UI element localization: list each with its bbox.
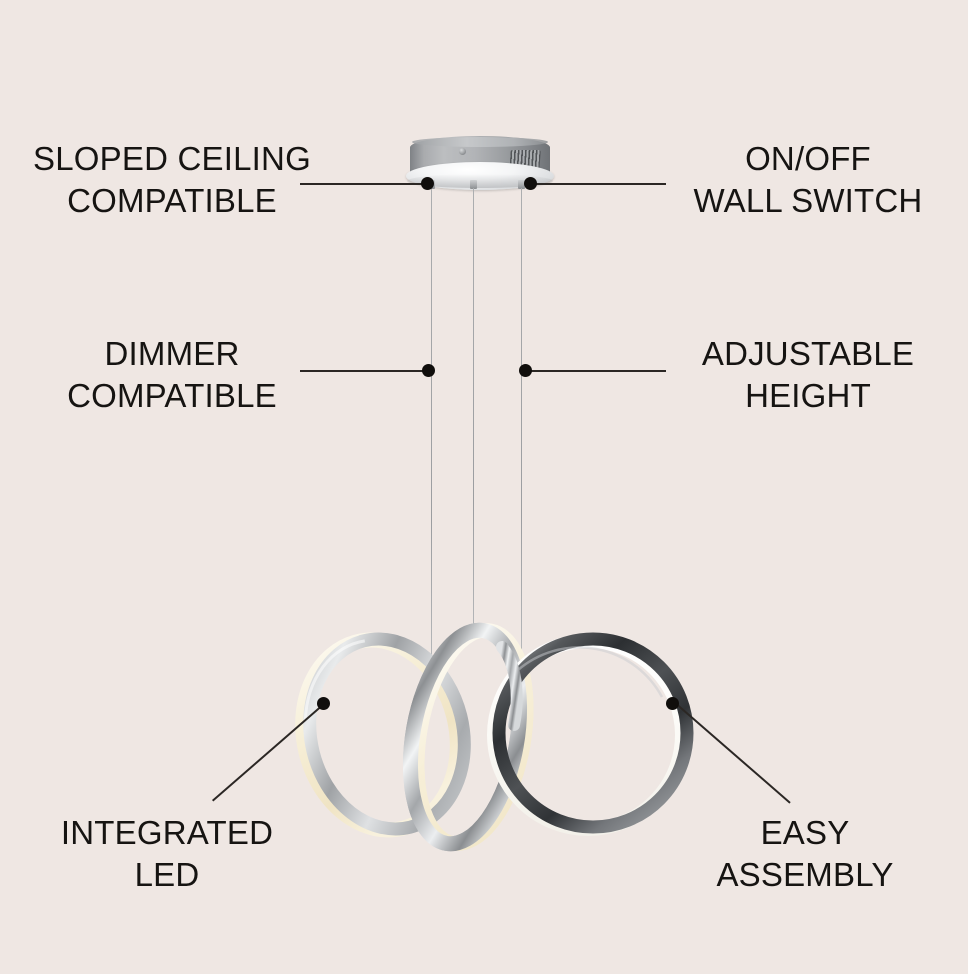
cable-cap-right xyxy=(518,180,525,189)
ring-center-front xyxy=(402,622,534,852)
leader-line-adjustable-height xyxy=(530,370,666,372)
ring-left xyxy=(295,632,471,838)
feature-label-line2: COMPATIBLE xyxy=(67,182,277,219)
leader-line-onoff-switch xyxy=(534,183,666,185)
feature-label-line2: HEIGHT xyxy=(745,377,871,414)
leader-dot-dimmer xyxy=(422,364,435,377)
leader-line-dimmer xyxy=(300,370,430,372)
cable-cap-center xyxy=(470,180,477,189)
suspension-cable-right xyxy=(521,188,523,656)
feature-label-line2: WALL SWITCH xyxy=(693,182,923,219)
feature-label-adjustable-height: ADJUSTABLE HEIGHT xyxy=(658,333,958,417)
feature-label-line1: ADJUSTABLE xyxy=(701,335,915,372)
leader-dot-sloped-ceiling xyxy=(421,177,434,190)
leader-dot-adjustable-height xyxy=(519,364,532,377)
canopy-plate-edge xyxy=(407,174,553,188)
suspension-cable-left xyxy=(431,188,433,663)
leader-dot-integrated-led xyxy=(317,697,330,710)
feature-label-line1: ON/OFF xyxy=(745,140,871,177)
feature-label-line2: COMPATIBLE xyxy=(67,377,277,414)
led-ring-cluster xyxy=(270,585,700,865)
feature-label-line2: ASSEMBLY xyxy=(716,856,894,893)
feature-label-line1: INTEGRATED xyxy=(60,814,274,851)
leader-dot-onoff-switch xyxy=(524,177,537,190)
feature-label-sloped-ceiling: SLOPED CEILING COMPATIBLE xyxy=(22,138,322,222)
feature-label-line2: LED xyxy=(134,856,200,893)
ring-right xyxy=(487,632,694,836)
leader-dot-easy-assembly xyxy=(666,697,679,710)
feature-label-line1: DIMMER xyxy=(104,335,240,372)
suspension-cable-center xyxy=(473,188,475,638)
ring-connector xyxy=(496,641,523,731)
feature-label-line1: EASY xyxy=(760,814,850,851)
feature-label-onoff-switch: ON/OFF WALL SWITCH xyxy=(658,138,958,222)
canopy-screw-icon xyxy=(459,148,466,155)
feature-label-dimmer: DIMMER COMPATIBLE xyxy=(22,333,322,417)
feature-label-integrated-led: INTEGRATED LED xyxy=(12,812,322,896)
canopy-top-highlight xyxy=(412,137,548,147)
feature-label-line1: SLOPED CEILING xyxy=(33,140,311,177)
leader-line-sloped-ceiling xyxy=(300,183,430,185)
feature-label-easy-assembly: EASY ASSEMBLY xyxy=(650,812,960,896)
